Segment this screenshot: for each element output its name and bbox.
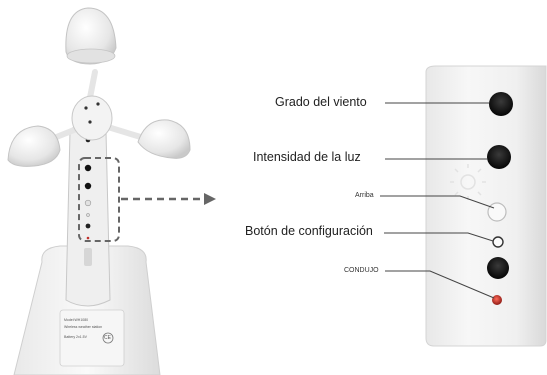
ce-mark-icon [102,332,114,344]
highlight-box [78,157,120,242]
closeup-panel [425,65,547,347]
housing-hole [86,213,90,217]
hub-hole [84,106,88,110]
leader-lines [380,102,495,299]
device-label-plate [59,309,125,367]
ce-mark-text: CE [104,335,111,341]
weather-station-device [7,7,191,375]
label-light-intensity: Intensidad de la luz [253,150,361,164]
housing-hole [84,199,92,207]
leader-led [385,270,495,299]
anemometer-cup-left [7,125,61,167]
wind-direction-sensor [489,92,513,116]
up-button [487,202,507,222]
hub-hole [96,102,100,106]
anemometer-cup-top-rim [66,48,116,64]
anemometer-hub [71,95,113,141]
arrow-head-icon [204,193,216,205]
housing-hole [84,182,92,190]
anemometer-cup-right [137,119,191,159]
label-up: Arriba [355,192,374,199]
label-led: CONDUJO [344,267,379,274]
device-model-text: Model:WH1080 [64,318,89,322]
housing-led-dot [86,236,90,240]
recess-hole [487,257,509,279]
leader-up [380,195,495,209]
closeup-panel-body [425,65,547,347]
housing-hole [85,223,91,229]
housing-hole [84,164,92,172]
device-desc-text: Wireless weather station [64,325,103,329]
label-setup-button: Botón de configuración [245,224,373,238]
leader-setup [384,232,494,242]
setup-button [492,236,504,248]
led-indicator [492,295,502,305]
device-battery-text: Battery 2x1.5V [64,335,87,339]
light-intensity-sensor [487,145,511,169]
housing-slot [84,248,92,266]
hub-hole [88,120,92,124]
sun-emboss-icon [450,164,486,200]
label-wind-direction: Grado del viento [275,95,367,109]
